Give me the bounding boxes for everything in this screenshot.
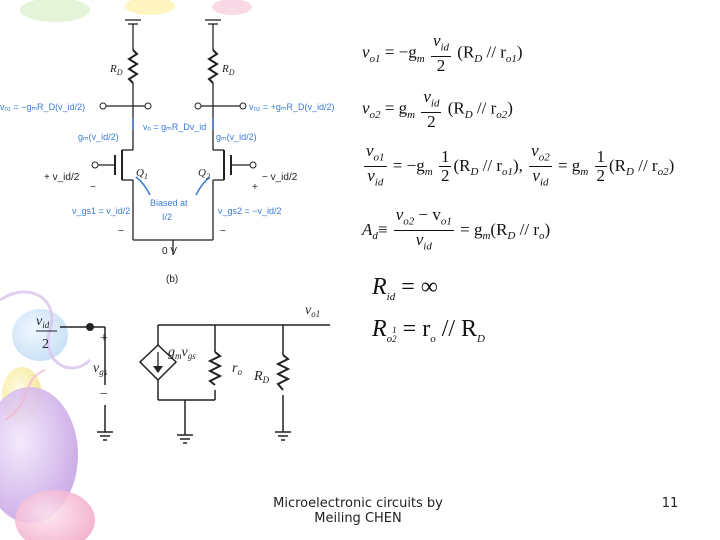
biased-at-label: Biased at: [150, 198, 188, 208]
rd-label: RD: [253, 369, 270, 385]
page-number: 11: [661, 496, 679, 511]
footer-credit: Microelectronic circuits by Meiling CHEN: [248, 496, 468, 526]
vo1-out-terminal: [99, 102, 107, 110]
vo2-terminal: [194, 102, 202, 110]
biased-at-current: I/2: [162, 212, 172, 222]
deco-balloon-purple-large: [0, 387, 78, 523]
deco-balloon-pink: [15, 490, 95, 540]
deco-balloon-top-green: [20, 0, 90, 22]
deco-balloon-top-yellow: [125, 0, 175, 15]
footer-line-1: Microelectronic circuits by: [273, 496, 443, 511]
minus-gnd-left: −: [118, 226, 124, 237]
vo2-out-terminal: [239, 102, 247, 110]
vo1-label: vₒ₁ = −gₘR_D(v_id/2): [0, 102, 85, 112]
equation-input-resistance: Rid = ∞: [372, 274, 438, 303]
footer-line-2: Meiling CHEN: [314, 511, 402, 526]
input-node-dot: [86, 323, 94, 331]
deco-swirl: [0, 290, 92, 370]
bias-arrow-right: [195, 176, 211, 196]
rd-resistor-left: [127, 49, 139, 84]
vid-over-2-den: 2: [42, 337, 49, 352]
gm-left-label: gₘ(v_id/2): [78, 132, 119, 142]
deco-swirl-2: [4, 369, 46, 421]
current-direction-arrow: [153, 366, 163, 373]
q1-label: Q1: [136, 167, 148, 181]
minus-sign: −: [100, 387, 108, 402]
vgs-label: vgs: [93, 361, 108, 377]
figure-caption: (b): [166, 274, 178, 285]
vo-label: vₒ = gₘR_Dv_id: [143, 122, 206, 132]
ro-resistor: [207, 351, 223, 386]
plus-sign: +: [100, 331, 108, 346]
vo1-out-label: vo1: [305, 303, 320, 319]
vgs1-label: v_gs1 = v_id/2: [72, 206, 130, 216]
rd-right-label: RD: [221, 63, 235, 77]
vid-left-label: + v_id/2: [44, 172, 80, 183]
ro-label: ro: [232, 361, 242, 377]
vin-left-terminal: [91, 161, 99, 169]
zero-v-label: 0 V: [162, 246, 177, 257]
rd-left-label: RD: [109, 63, 123, 77]
deco-balloon-top-pink: [212, 0, 252, 15]
vgs2-label: v_gs2 = −v_id/2: [218, 206, 282, 216]
gm-right-label: gₘ(v_id/2): [216, 132, 257, 142]
q2-label: Q2: [198, 167, 210, 181]
plus-right: +: [252, 182, 258, 193]
minus-gnd-right: −: [220, 226, 226, 237]
vid-right-label: − v_id/2: [262, 172, 298, 183]
bias-arrow-left: [135, 176, 151, 196]
deco-balloon-blue: [12, 309, 68, 361]
gm-vgs-label: gmvgs: [168, 345, 196, 361]
vo1-terminal: [144, 102, 152, 110]
rd-resistor-right: [207, 49, 219, 84]
minus-left: −: [90, 182, 96, 193]
vin-right-terminal: [249, 161, 257, 169]
rd-resistor: [275, 354, 291, 391]
vo2-label: vₒ₂ = +gₘR_D(v_id/2): [249, 102, 335, 112]
vid-over-2-num: vid: [36, 314, 50, 330]
